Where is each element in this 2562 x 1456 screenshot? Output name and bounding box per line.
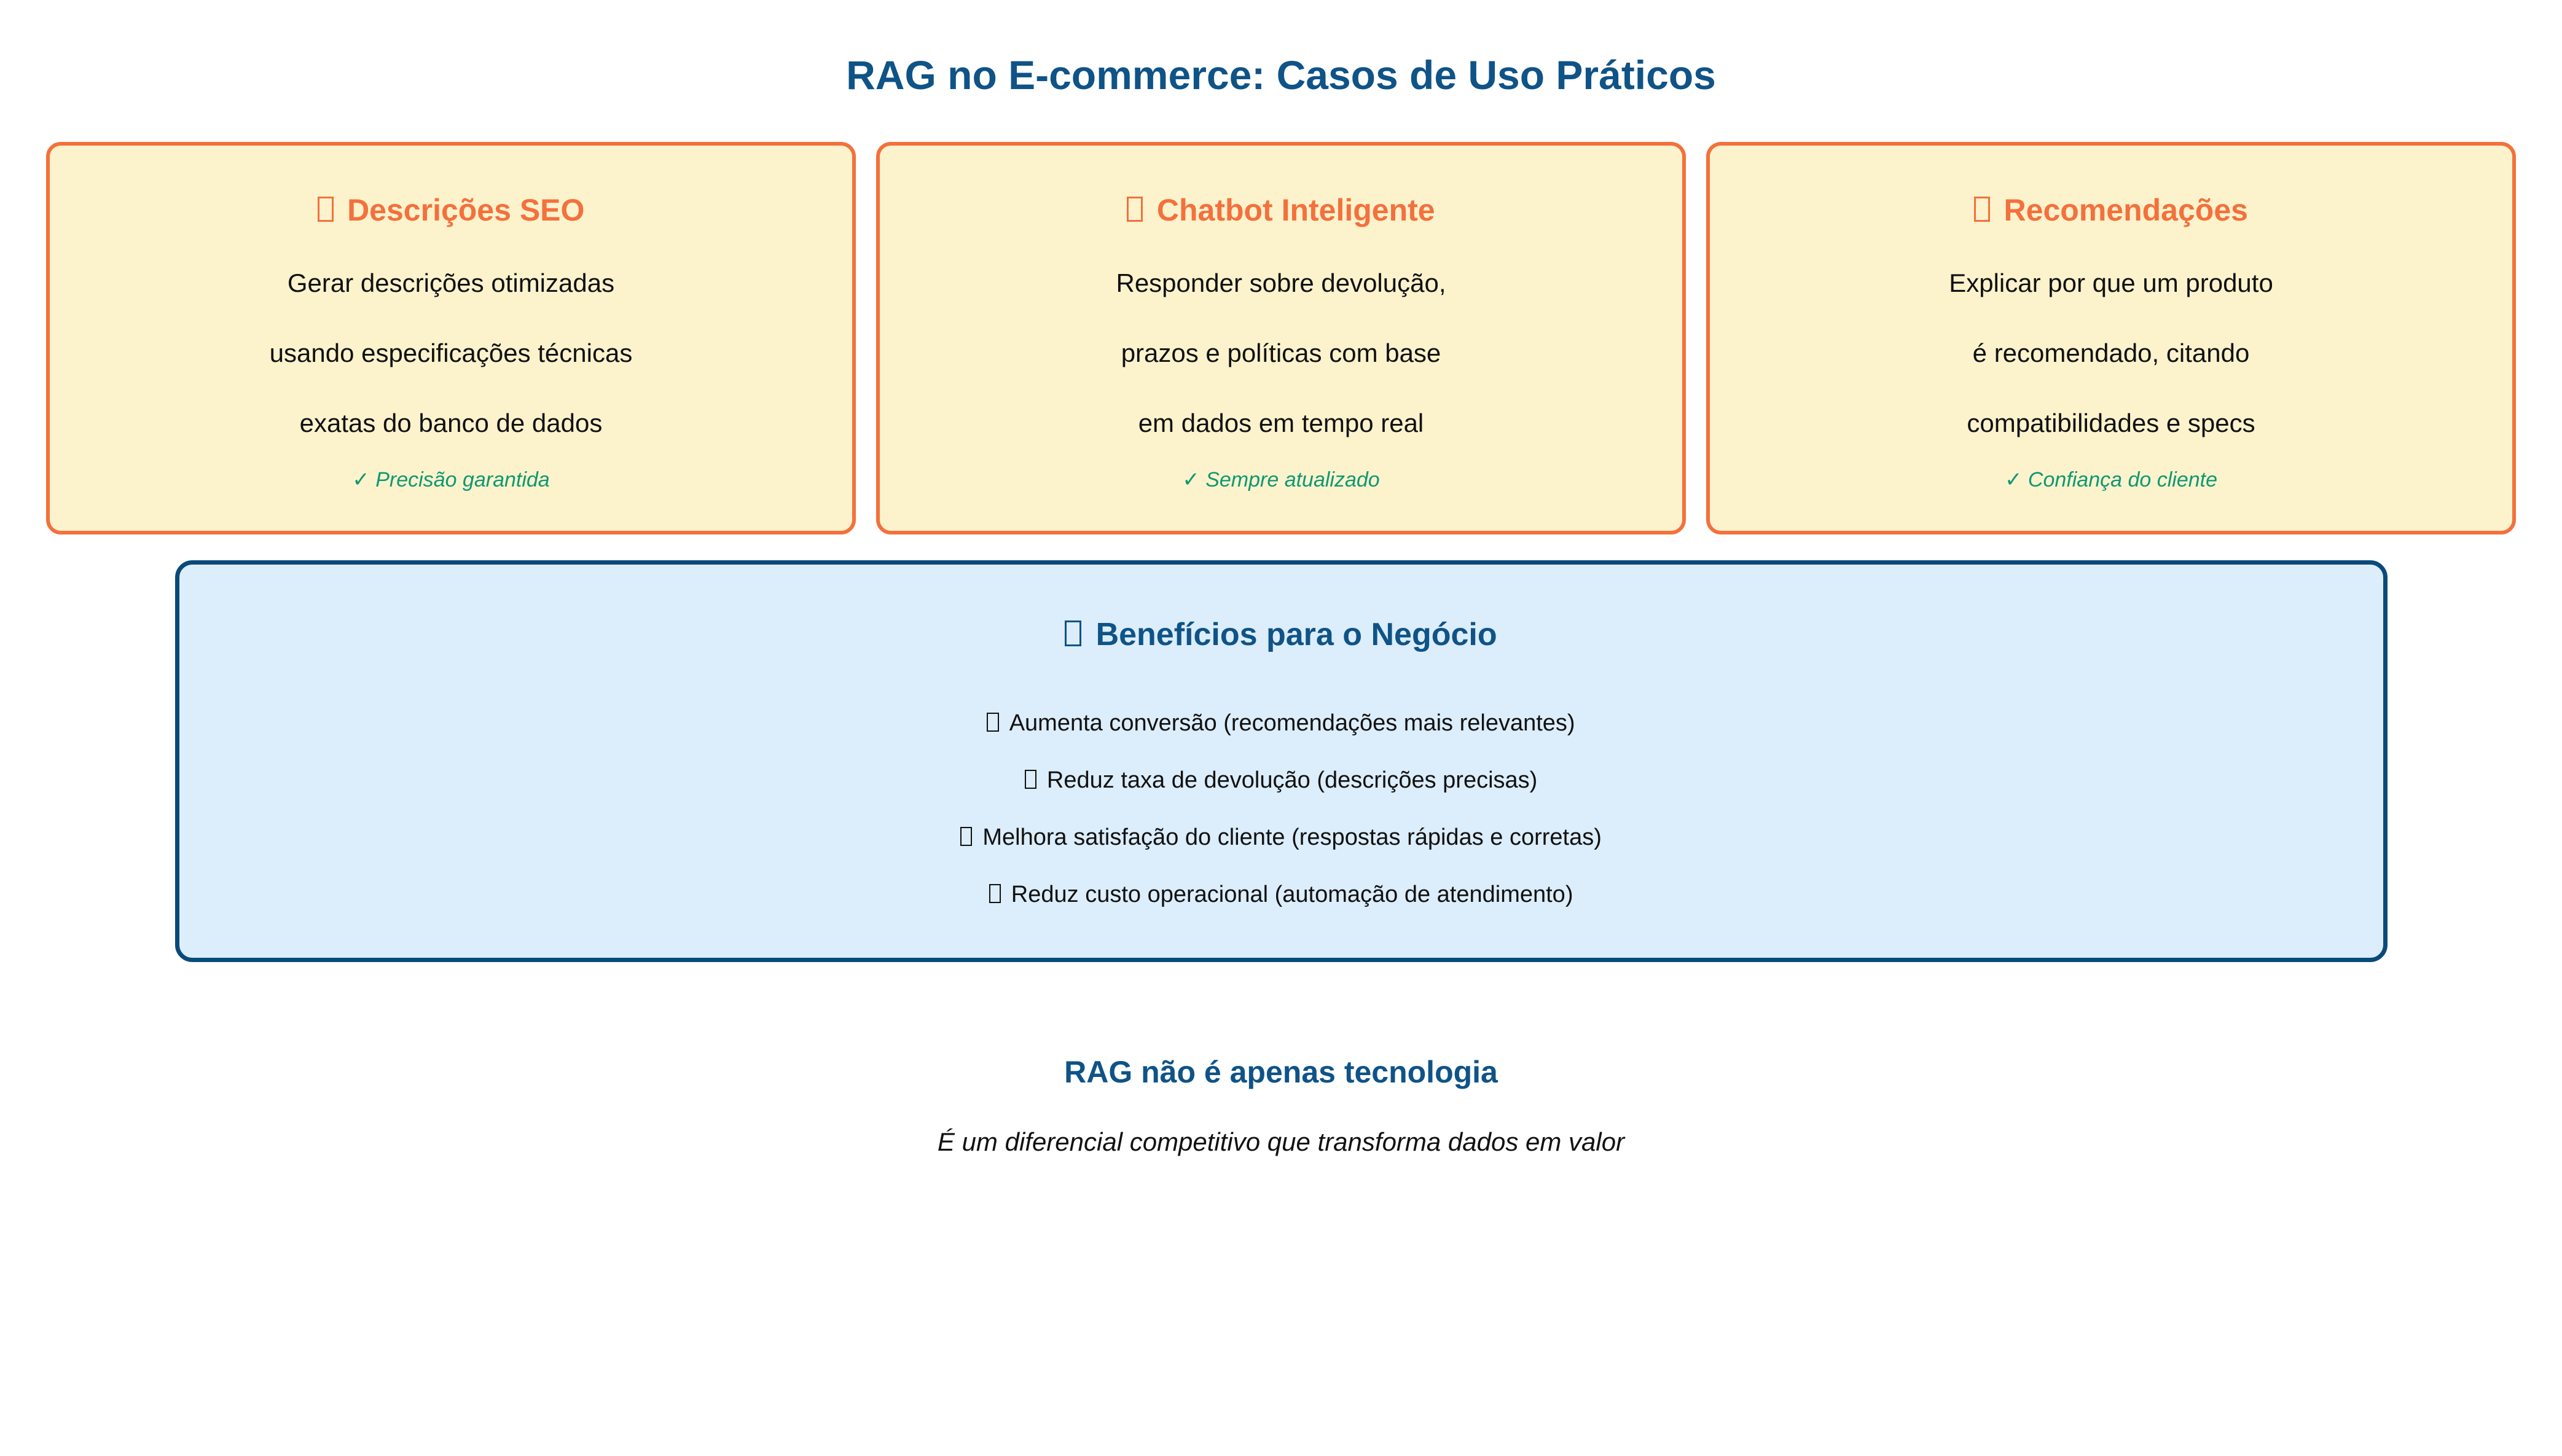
missing-glyph-icon [960,826,973,846]
use-case-card-chatbot-inteligente: Chatbot Inteligente Responder sobre devo… [876,142,1686,534]
benefit-item: Reduz taxa de devolução (descrições prec… [179,765,2383,795]
card-text-line: prazos e políticas com base [1121,339,1441,367]
card-title: Chatbot Inteligente [892,192,1670,229]
card-title-label: Recomendações [2004,193,2248,227]
benefit-item: Melhora satisfação do cliente (respostas… [179,823,2383,852]
missing-glyph-icon [989,883,1001,903]
page-title: RAG no E-commerce: Casos de Uso Práticos [846,52,1716,98]
benefits-title: Benefícios para o Negócio [179,614,2383,656]
card-text-line: Responder sobre devolução, [1116,268,1446,297]
benefit-item-label: Reduz custo operacional (automação de at… [1011,882,1573,907]
use-case-card-descricoes-seo: Descrições SEO Gerar descrições otimizad… [46,142,856,534]
card-check-note: ✓ Precisão garantida [352,468,550,491]
card-title-label: Chatbot Inteligente [1156,193,1435,227]
missing-glyph-icon [1065,620,1082,647]
card-title: Recomendações [1722,192,2500,229]
card-text-line: Gerar descrições otimizadas [287,268,615,297]
benefit-item-label: Melhora satisfação do cliente (respostas… [982,824,1602,850]
card-title: Descrições SEO [62,192,840,229]
missing-glyph-icon [317,197,334,222]
card-check-note: ✓ Confiança do cliente [2004,468,2218,491]
card-text-line: usando especificações técnicas [269,339,633,367]
footer-heading: RAG não é apenas tecnologia [1064,1055,1498,1089]
missing-glyph-icon [1024,769,1036,789]
use-case-cards-row: Descrições SEO Gerar descrições otimizad… [46,142,2516,534]
card-text-line: compatibilidades e specs [1967,409,2255,437]
card-check-note: ✓ Sempre atualizado [1182,468,1380,491]
card-title-label: Descrições SEO [347,193,585,227]
card-text-line: Explicar por que um produto [1949,268,2273,297]
footer-subtext: É um diferencial competitivo que transfo… [937,1127,1625,1156]
use-case-card-recomendacoes: Recomendações Explicar por que um produt… [1706,142,2516,534]
card-text-line: em dados em tempo real [1138,409,1424,437]
benefit-item-label: Reduz taxa de devolução (descrições prec… [1046,767,1538,793]
missing-glyph-icon [1127,197,1143,222]
missing-glyph-icon [987,712,999,732]
benefit-item-label: Aumenta conversão (recomendações mais re… [1009,710,1575,736]
benefits-box: Benefícios para o Negócio Aumenta conver… [174,560,2388,962]
benefit-item: Aumenta conversão (recomendações mais re… [179,708,2383,738]
benefit-item: Reduz custo operacional (automação de at… [179,880,2383,909]
missing-glyph-icon [1974,197,1991,222]
card-text-line: exatas do banco de dados [299,409,603,437]
benefits-title-label: Benefícios para o Negócio [1095,617,1497,652]
card-text-line: é recomendado, citando [1972,339,2250,367]
